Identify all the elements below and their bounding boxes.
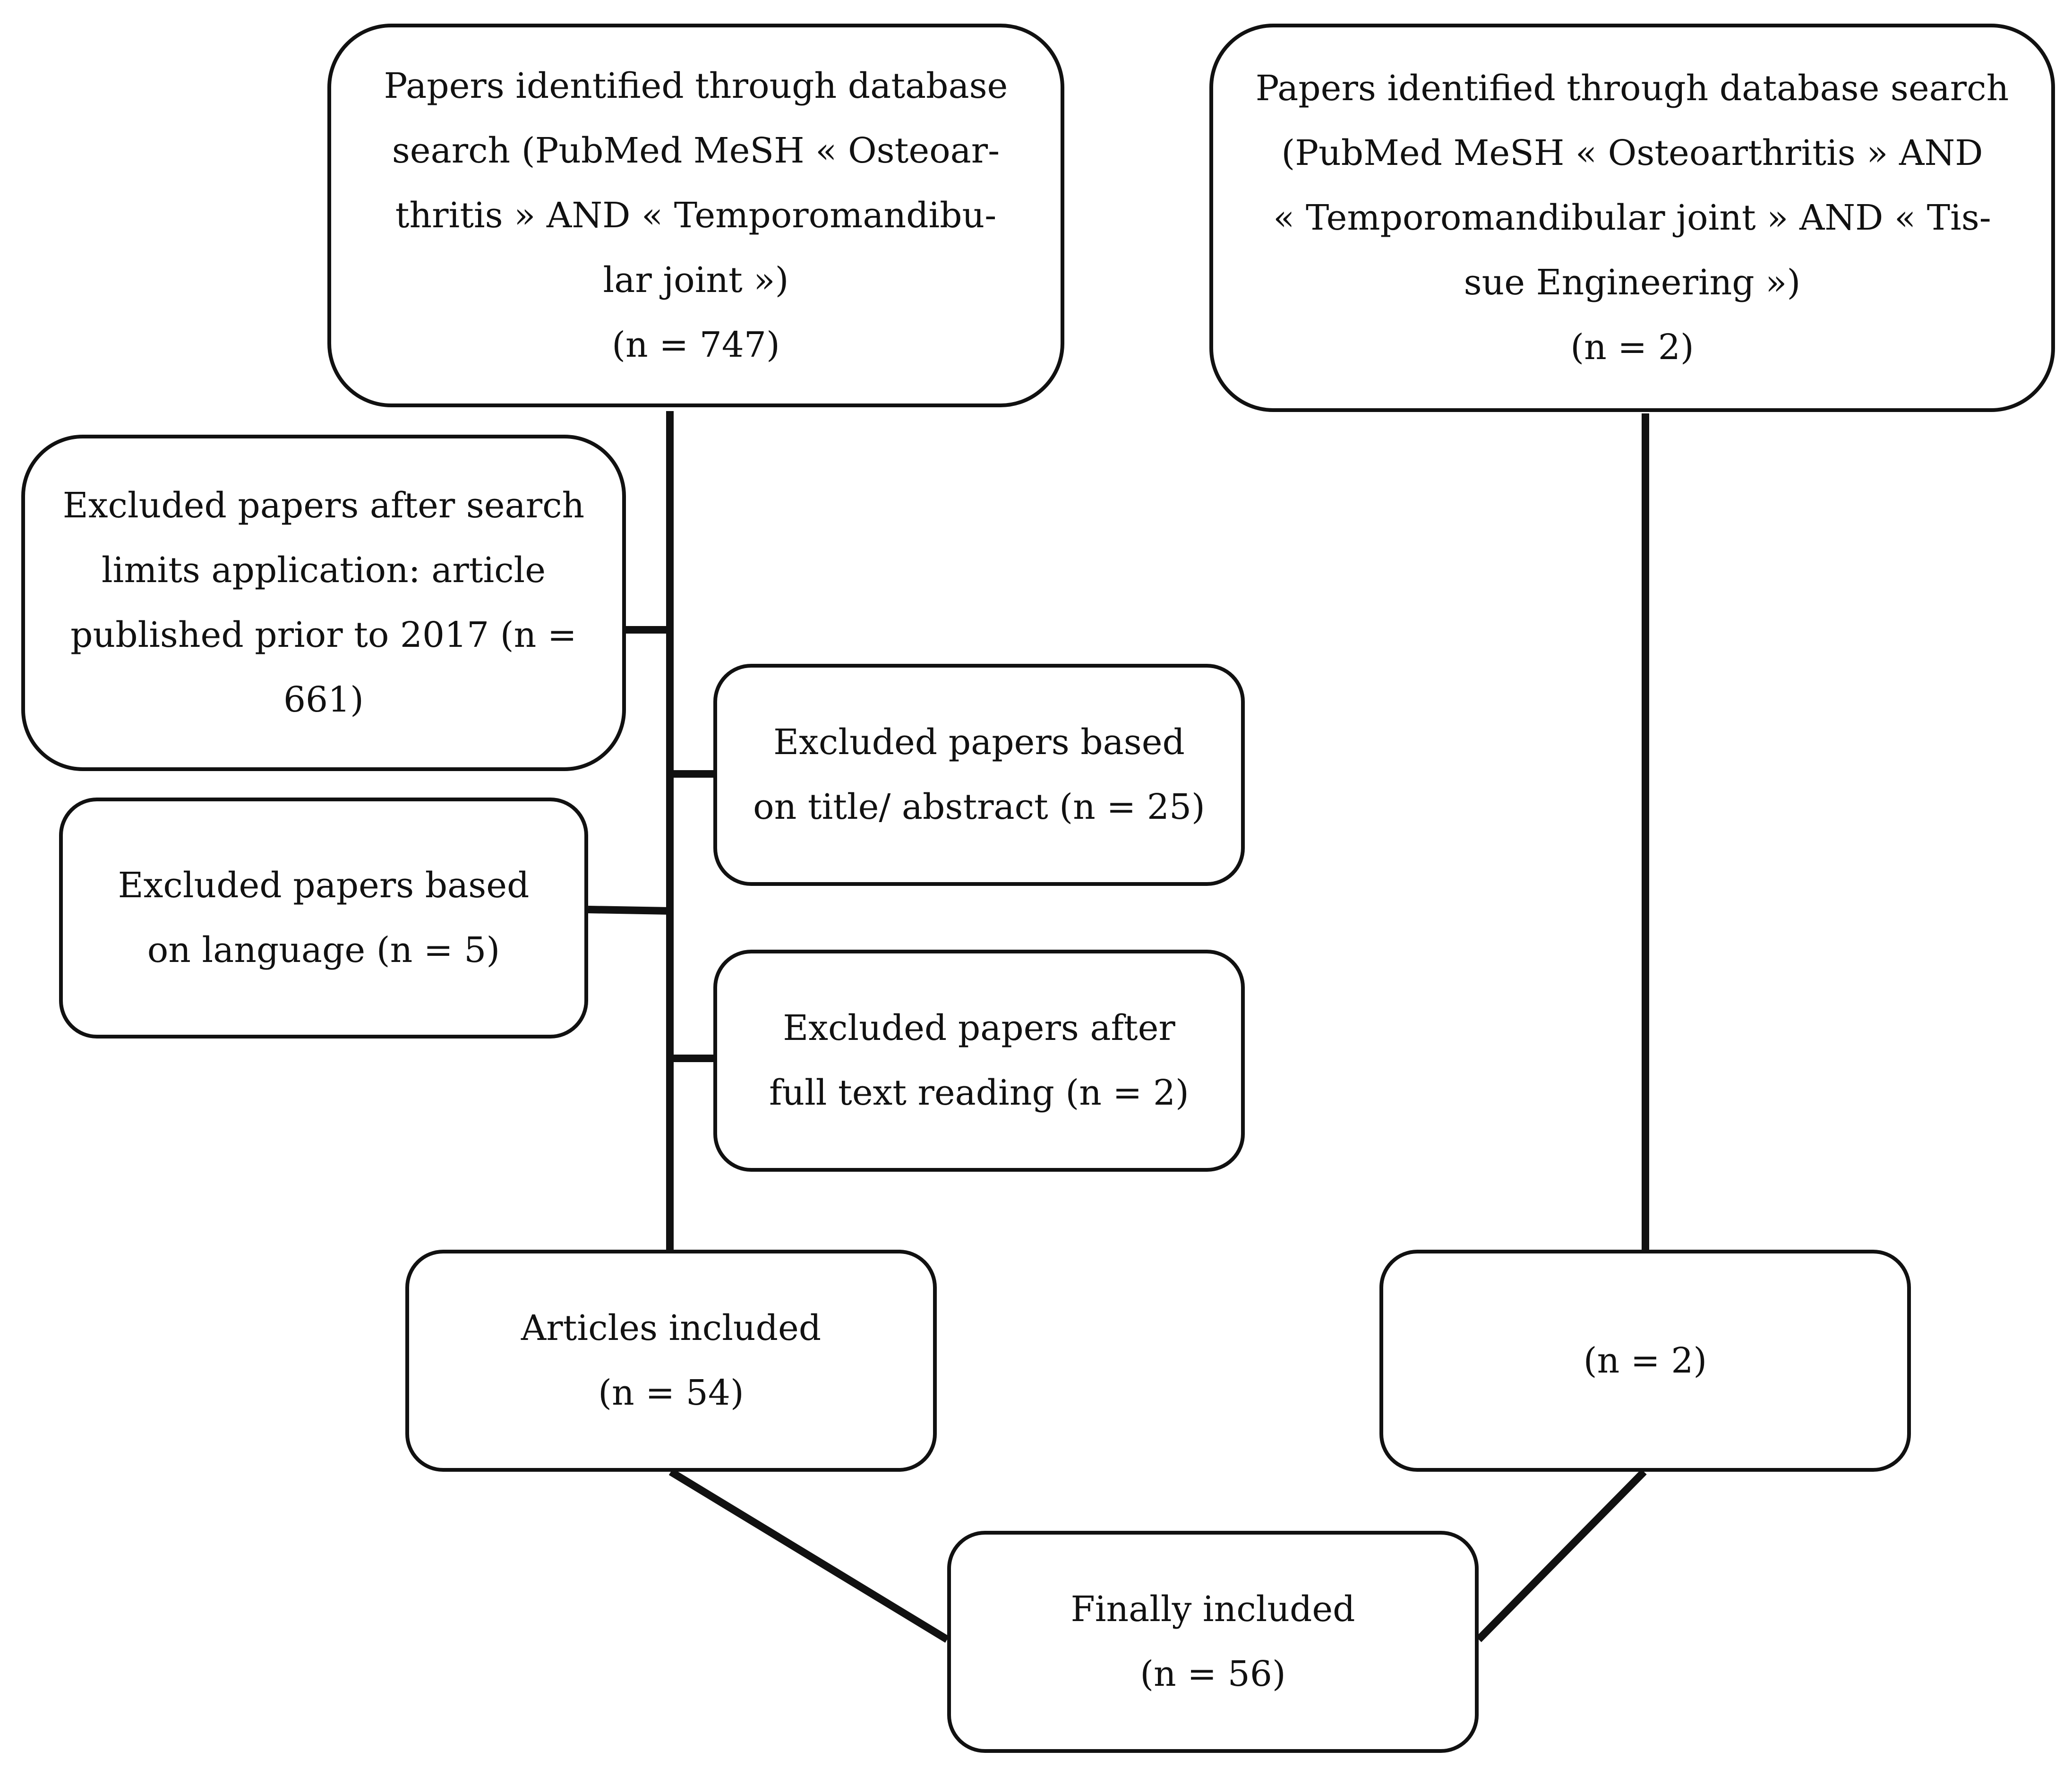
box-articles-included: Articles included (n = 54) xyxy=(405,1250,937,1472)
connector-to-excluded-language xyxy=(588,906,670,915)
left-source-line-2: search (PubMed MeSH « Osteoar- xyxy=(392,130,1000,171)
right-included-count: (n = 2) xyxy=(1583,1340,1707,1381)
left-source-line-1: Papers identified through database xyxy=(384,65,1008,106)
box-finally-included: Finally included (n = 56) xyxy=(947,1531,1479,1753)
left-source-line-4: lar joint ») xyxy=(603,259,789,300)
left-source-line-3: thritis » AND « Temporomandibu- xyxy=(395,195,997,236)
right-source-line-2: (PubMed MeSH « Osteoarthritis » AND xyxy=(1281,132,1983,173)
excluded-limits-line-1: Excluded papers after search xyxy=(62,485,585,526)
right-source-line-1: Papers identified through database searc… xyxy=(1255,68,2009,109)
excluded-fulltext-line-2: full text reading (n = 2) xyxy=(769,1073,1189,1113)
excluded-language-line-2: on language (n = 5) xyxy=(147,930,500,970)
excluded-language-line-1: Excluded papers based xyxy=(118,865,530,906)
box-right-database-search: Papers identified through database searc… xyxy=(1209,24,2055,412)
right-source-line-4: sue Engineering ») xyxy=(1464,262,1801,303)
connector-right-to-final xyxy=(1476,1469,1647,1642)
box-excluded-language: Excluded papers based on language (n = 5… xyxy=(59,798,588,1038)
excluded-title-line-2: on title/ abstract (n = 25) xyxy=(753,787,1205,827)
right-source-line-3: « Temporomandibular joint » AND « Tis- xyxy=(1273,197,1991,238)
excluded-limits-line-4: 661) xyxy=(283,679,364,720)
excluded-fulltext-line-1: Excluded papers after xyxy=(783,1008,1175,1048)
box-excluded-title-abstract: Excluded papers based on title/ abstract… xyxy=(713,664,1245,886)
left-source-count: (n = 747) xyxy=(612,324,780,365)
box-excluded-full-text: Excluded papers after full text reading … xyxy=(713,950,1245,1172)
excluded-limits-line-2: limits application: article xyxy=(101,550,546,591)
excluded-limits-line-3: published prior to 2017 (n = xyxy=(70,615,577,655)
finally-included-label: Finally included xyxy=(1070,1589,1355,1630)
box-excluded-search-limits: Excluded papers after search limits appl… xyxy=(21,435,626,771)
articles-included-label: Articles included xyxy=(521,1308,822,1348)
right-source-count: (n = 2) xyxy=(1570,326,1694,368)
box-right-included: (n = 2) xyxy=(1379,1250,1911,1472)
articles-included-count: (n = 54) xyxy=(598,1373,744,1413)
finally-included-count: (n = 56) xyxy=(1140,1654,1286,1694)
connector-articles-to-final xyxy=(668,1468,950,1643)
excluded-title-line-1: Excluded papers based xyxy=(773,722,1185,763)
box-left-database-search: Papers identified through database searc… xyxy=(327,24,1064,407)
